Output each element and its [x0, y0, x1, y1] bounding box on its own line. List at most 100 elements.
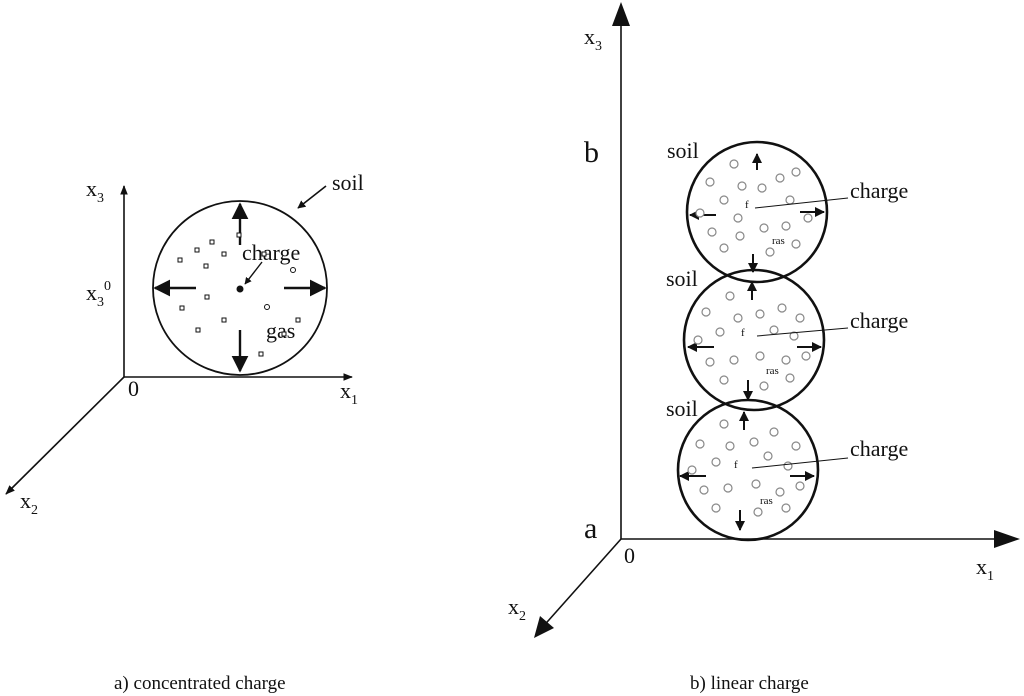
- gas-bubble: [281, 331, 287, 337]
- sphere-outline: [682, 268, 826, 412]
- sphere-soil-label: soil: [666, 266, 698, 291]
- sphere-f-label: f: [741, 327, 745, 339]
- panel-b-point-a-label: a: [584, 512, 597, 545]
- gas-bubble: [775, 487, 785, 497]
- panel-a-axis-x1-label: x1: [340, 378, 358, 408]
- sphere-gas-label: ras: [772, 235, 785, 247]
- gas-bubble: [261, 251, 267, 257]
- sphere-f-label: f: [745, 199, 749, 211]
- gas-bubble: [781, 503, 791, 513]
- gas-bubble: [789, 331, 799, 341]
- gas-bubble: [791, 441, 801, 451]
- panel-b-sphere-1: f ras charge soil: [667, 138, 908, 284]
- gas-bubble: [699, 485, 709, 495]
- gas-bubble: [729, 159, 739, 169]
- panel-b-axis-x3-arrowhead: [612, 2, 630, 26]
- sphere-gas-label: ras: [760, 495, 773, 507]
- panel-a-pressure-arrows: [153, 202, 327, 373]
- sphere-charge-label: charge: [850, 308, 908, 333]
- panel-b-origin-label: 0: [624, 543, 635, 568]
- sphere-arrows: [679, 411, 815, 531]
- sphere-outline: [685, 140, 829, 284]
- gas-bubble: [204, 294, 210, 300]
- charge-leader: [756, 327, 849, 337]
- gas-bubble: [759, 223, 769, 233]
- gas-bubble: [791, 239, 801, 249]
- panel-b-point-b-label: b: [584, 136, 599, 169]
- gas-bubble: [701, 307, 711, 317]
- gas-bubble: [179, 305, 185, 311]
- gas-bubble: [749, 437, 759, 447]
- panel-b-axis-x1-arrowhead: [994, 530, 1020, 548]
- gas-bubble: [785, 195, 795, 205]
- gas-bubble: [705, 177, 715, 187]
- gas-bubble: [711, 457, 721, 467]
- gas-bubble: [715, 327, 725, 337]
- panel-a-caption: a) concentrated charge: [114, 673, 286, 694]
- gas-bubble: [733, 313, 743, 323]
- gas-bubble: [695, 439, 705, 449]
- gas-bubble: [729, 355, 739, 365]
- panel-b-caption: b) linear charge: [690, 673, 809, 694]
- gas-bubble: [763, 451, 773, 461]
- gas-bubble: [719, 419, 729, 429]
- sphere-gas-bubbles: [695, 159, 813, 257]
- gas-bubble: [795, 313, 805, 323]
- sphere-outline: [676, 398, 820, 542]
- sphere-soil-label: soil: [666, 396, 698, 421]
- gas-bubble: [801, 351, 811, 361]
- panel-b-axes: [539, 10, 1012, 631]
- gas-bubble: [735, 231, 745, 241]
- gas-bubble: [221, 317, 227, 323]
- gas-bubble: [290, 267, 296, 273]
- gas-bubble: [795, 481, 805, 491]
- gas-bubble: [769, 427, 779, 437]
- gas-bubble: [203, 263, 209, 269]
- gas-bubble: [725, 291, 735, 301]
- panel-b-axis-x3-label: x3: [584, 24, 602, 54]
- sphere-arrows: [687, 281, 822, 401]
- sphere-charge-label: charge: [850, 436, 908, 461]
- sphere-charge-label: charge: [850, 178, 908, 203]
- gas-bubble: [295, 317, 301, 323]
- panel-a-x3-level-label: x30: [86, 279, 111, 310]
- panel-a-gas-label: gas: [266, 318, 295, 343]
- panel-a-soil-sphere: [152, 200, 328, 376]
- charge-leader: [751, 457, 849, 469]
- charge-leader: [754, 197, 849, 209]
- panel-a-origin-label: 0: [128, 376, 139, 401]
- gas-bubble: [177, 257, 183, 263]
- sphere-gas-bubbles: [687, 419, 805, 517]
- gas-bubble: [264, 304, 270, 310]
- gas-bubble: [725, 441, 735, 451]
- gas-bubble: [195, 327, 201, 333]
- gas-bubble: [258, 351, 264, 357]
- gas-bubble: [705, 357, 715, 367]
- gas-bubble: [723, 483, 733, 493]
- gas-bubble: [236, 232, 242, 238]
- gas-bubble: [194, 247, 200, 253]
- panel-a-soil-label: soil: [332, 170, 364, 195]
- gas-bubble: [719, 375, 729, 385]
- gas-bubble: [803, 213, 813, 223]
- sphere-arrows: [689, 153, 825, 273]
- gas-bubble: [719, 243, 729, 253]
- gas-bubble: [695, 208, 705, 218]
- gas-bubble: [775, 173, 785, 183]
- gas-bubble: [781, 221, 791, 231]
- gas-bubble: [693, 335, 703, 345]
- sphere-f-label: f: [734, 459, 738, 471]
- panel-a-axis-x3-label: x3: [86, 176, 104, 206]
- panel-a: x3 x1 x2 x30 0 charge gas soil: [5, 170, 364, 694]
- panel-b-axis-x2-arrowhead: [534, 616, 554, 638]
- gas-bubble: [753, 507, 763, 517]
- gas-bubble: [209, 239, 215, 245]
- gas-bubble: [751, 479, 761, 489]
- gas-bubble: [755, 351, 765, 361]
- panel-a-axis-x2: [5, 376, 125, 495]
- gas-bubble: [687, 465, 697, 475]
- gas-bubble: [781, 355, 791, 365]
- gas-bubble: [757, 183, 767, 193]
- panel-a-charge-pointer: [244, 261, 263, 285]
